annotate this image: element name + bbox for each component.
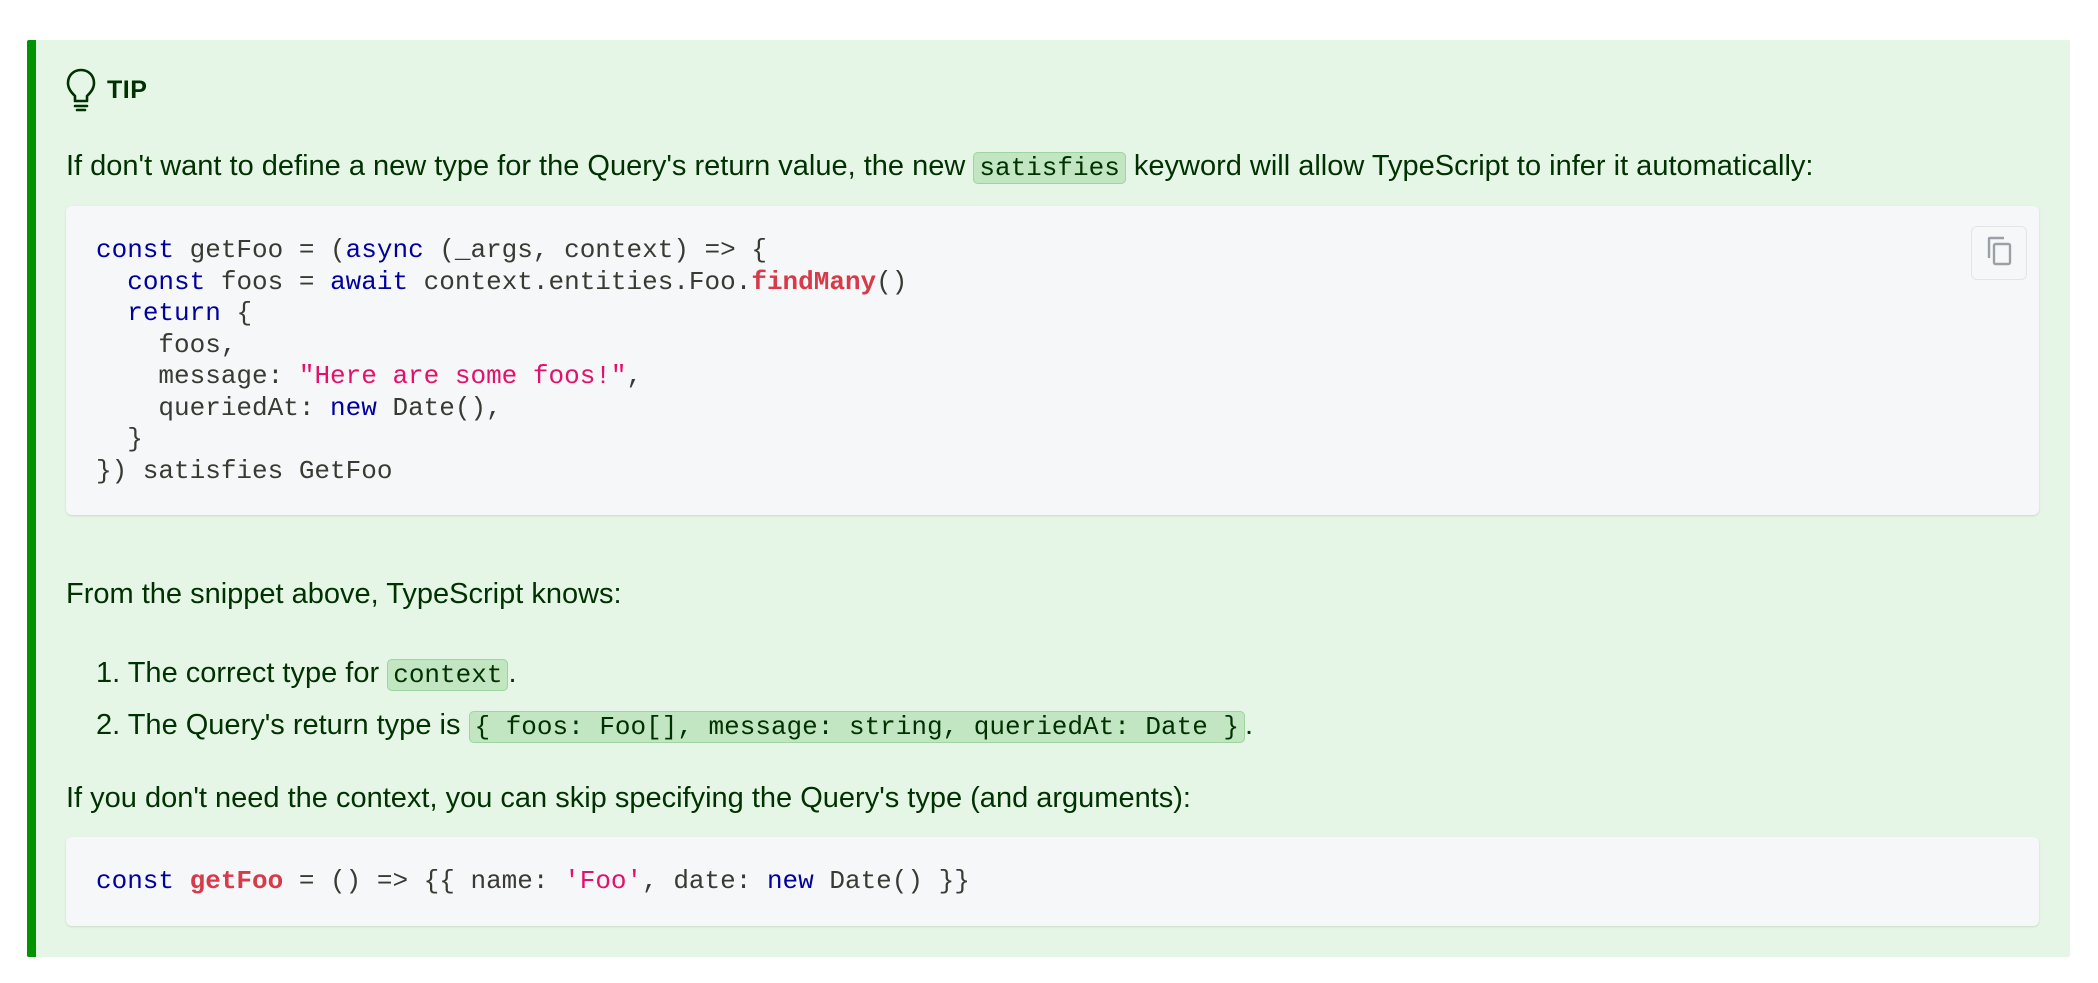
code-line: queriedAt: new Date(), [96, 393, 907, 425]
code-lines: const getFoo = () => {{ name: 'Foo', dat… [96, 866, 970, 898]
copy-icon [1984, 235, 2014, 272]
copy-button[interactable] [1971, 226, 2027, 280]
code-line: const foos = await context.entities.Foo.… [96, 267, 907, 299]
code-token: foos, [96, 329, 237, 360]
code-token: () [876, 266, 908, 297]
code-token: getFoo = ( [174, 235, 346, 265]
code-token [174, 866, 190, 896]
code-token: new [330, 392, 377, 423]
code-token: await [330, 266, 409, 297]
code-block-get-foo: const getFoo = (async (_args, context) =… [66, 206, 2039, 515]
code-token: "Here are some foos!" [298, 361, 627, 391]
code-token: (_args, context) => { [423, 235, 767, 265]
code-token: findMany [751, 266, 877, 297]
code-token: new [766, 866, 814, 896]
code-token: queriedAt: [96, 392, 331, 423]
code-token: message: [96, 361, 299, 391]
code-token: = () => {{ name: [283, 866, 565, 896]
type-knowledge-list: 1. The correct type for context. 2. The … [96, 653, 1253, 757]
code-token: return [127, 298, 221, 328]
code-token: } [96, 424, 143, 454]
code-line: return { [96, 298, 907, 330]
code-token: getFoo [189, 866, 284, 896]
code-block-simple-get-foo: const getFoo = () => {{ name: 'Foo', dat… [66, 837, 2039, 926]
code-line: const getFoo = (async (_args, context) =… [96, 235, 907, 267]
code-token: Date(), [376, 392, 502, 423]
code-token: const [127, 266, 206, 297]
admonition-heading: TIP [65, 68, 147, 112]
code-line: const getFoo = () => {{ name: 'Foo', dat… [96, 866, 970, 898]
code-token: const [96, 866, 175, 896]
code-token [96, 267, 127, 297]
code-token: context.entities.Foo. [408, 266, 752, 297]
intro-paragraph: If don't want to define a new type for t… [66, 146, 1814, 188]
snippet-paragraph: From the snippet above, TypeScript knows… [66, 578, 622, 610]
list-item: 1. The correct type for context. [96, 657, 517, 691]
code-token: , [626, 361, 643, 391]
intro-text-before: If don't want to define a new type for t… [66, 150, 974, 182]
code-token: Date() }} [813, 866, 970, 896]
code-token [96, 298, 127, 328]
inline-code-context: context [387, 659, 509, 691]
tip-admonition: TIP If don't want to define a new type f… [27, 40, 2070, 957]
inline-code-satisfies: satisfies [973, 152, 1126, 184]
list-item: 2. The Query's return type is { foos: Fo… [96, 709, 1254, 743]
code-token: foos = [205, 266, 331, 297]
code-token: const [96, 235, 175, 265]
inline-code-return-type: { foos: Foo[], message: string, queriedA… [468, 711, 1246, 743]
code-line: foos, [96, 330, 907, 362]
admonition-title: TIP [107, 75, 148, 104]
code-token: 'Foo' [564, 866, 643, 896]
intro-text-after: keyword will allow TypeScript to infer i… [1125, 150, 1814, 182]
code-token: , date: [642, 866, 767, 896]
code-token: { [220, 298, 253, 328]
code-lines: const getFoo = (async (_args, context) =… [96, 235, 907, 487]
code-line: }) satisfies GetFoo [96, 456, 907, 488]
skip-paragraph: If you don't need the context, you can s… [66, 782, 1191, 814]
code-line: } [96, 424, 907, 456]
lightbulb-icon [65, 68, 97, 112]
code-token: }) satisfies GetFoo [96, 455, 393, 486]
code-line: message: "Here are some foos!", [96, 361, 907, 393]
code-token: async [345, 235, 424, 265]
